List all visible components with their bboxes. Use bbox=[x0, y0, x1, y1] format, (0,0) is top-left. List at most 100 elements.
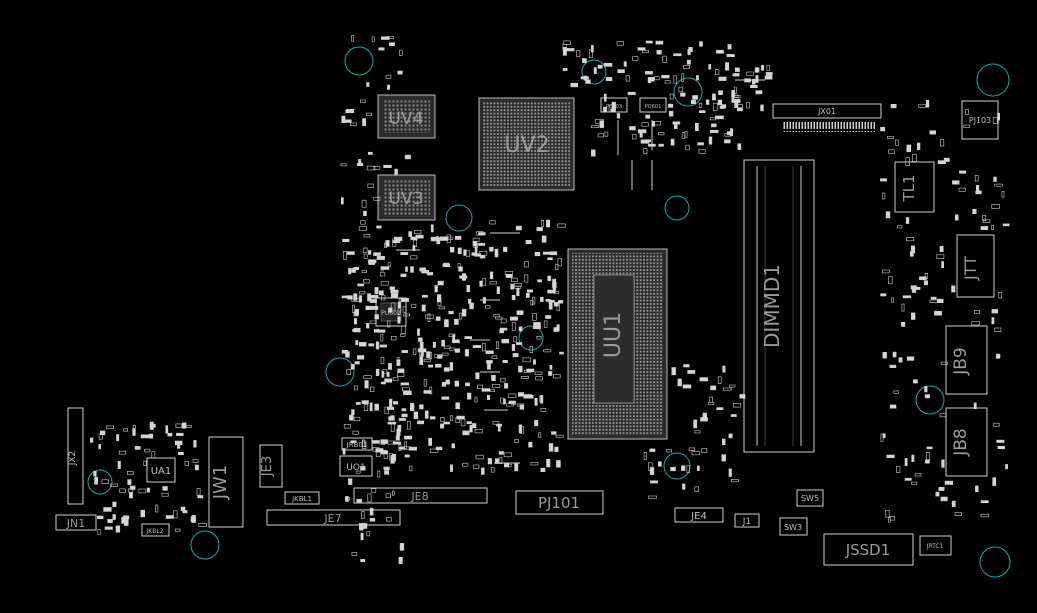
smd-part bbox=[965, 109, 969, 115]
smd-part bbox=[465, 250, 470, 257]
smd-part bbox=[397, 70, 403, 75]
smd-part bbox=[349, 414, 354, 421]
smd-part bbox=[997, 445, 1006, 450]
smd-part bbox=[390, 335, 397, 341]
je8-label: JE8 bbox=[410, 490, 428, 503]
je4-label: JE4 bbox=[690, 511, 707, 522]
dimmd1-label: DIMMD1 bbox=[760, 264, 784, 348]
smd-part bbox=[401, 387, 410, 391]
smd-part bbox=[929, 130, 936, 135]
smd-part bbox=[180, 506, 186, 511]
smd-part bbox=[712, 93, 716, 101]
smd-part bbox=[454, 235, 462, 240]
smd-part bbox=[461, 273, 467, 281]
smd-part bbox=[645, 71, 653, 75]
smd-part bbox=[943, 157, 950, 162]
smd-part bbox=[417, 328, 420, 336]
smd-part bbox=[750, 85, 758, 89]
smd-part bbox=[547, 257, 553, 261]
smd-part bbox=[504, 383, 509, 389]
smd-part bbox=[457, 263, 461, 269]
smd-part bbox=[724, 139, 731, 144]
smd-part bbox=[430, 236, 437, 242]
smd-part bbox=[515, 342, 523, 345]
jkbl1-connector: JKBL1 bbox=[284, 491, 320, 505]
smd-part bbox=[751, 78, 756, 85]
smd-part bbox=[387, 84, 390, 90]
jw1-connector: JW1 bbox=[208, 436, 244, 528]
smd-part bbox=[423, 390, 432, 394]
smd-part bbox=[658, 143, 664, 147]
smd-part bbox=[398, 418, 406, 421]
smd-part bbox=[709, 396, 713, 403]
smd-part bbox=[119, 488, 126, 493]
smd-part bbox=[138, 488, 147, 494]
smd-part bbox=[140, 509, 146, 518]
smd-part bbox=[418, 349, 424, 357]
smd-part bbox=[439, 236, 449, 241]
smd-part bbox=[384, 406, 389, 415]
smd-part bbox=[404, 154, 411, 160]
smd-part bbox=[175, 423, 182, 428]
smd-part bbox=[398, 444, 402, 451]
smd-part bbox=[993, 422, 1000, 427]
smd-part bbox=[563, 40, 571, 45]
smd-part bbox=[485, 305, 491, 309]
smd-part bbox=[963, 124, 970, 128]
smd-part bbox=[467, 392, 472, 400]
smd-part bbox=[737, 143, 742, 150]
smd-part bbox=[629, 126, 636, 131]
smd-part bbox=[471, 252, 478, 256]
smd-part bbox=[469, 302, 474, 310]
smd-part bbox=[655, 40, 664, 45]
smd-part bbox=[466, 421, 472, 425]
jx2-connector: JX2 bbox=[67, 407, 84, 505]
smd-part bbox=[726, 53, 735, 57]
smd-part bbox=[341, 295, 349, 299]
smd-part bbox=[97, 515, 104, 520]
smd-part bbox=[404, 454, 410, 458]
smd-part bbox=[681, 465, 686, 471]
smd-part bbox=[390, 293, 399, 298]
smd-part bbox=[721, 454, 726, 462]
pu602-label: PU602 bbox=[381, 310, 401, 317]
smd-part bbox=[345, 496, 349, 502]
smd-part bbox=[690, 99, 696, 104]
smd-part bbox=[701, 448, 708, 453]
smd-part bbox=[426, 351, 431, 359]
smd-part bbox=[381, 294, 386, 301]
smd-part bbox=[458, 312, 463, 320]
smd-part bbox=[370, 294, 379, 299]
smd-part bbox=[194, 464, 199, 471]
smd-part bbox=[603, 93, 607, 102]
smd-part bbox=[430, 224, 434, 233]
mounting-hole bbox=[445, 204, 473, 232]
smd-part bbox=[441, 381, 447, 387]
smd-part bbox=[380, 266, 390, 270]
smd-part bbox=[492, 384, 501, 388]
smd-part bbox=[388, 42, 395, 47]
jb9-label: JB9 bbox=[951, 347, 971, 376]
smd-part bbox=[546, 458, 551, 468]
smd-part bbox=[991, 317, 995, 325]
smd-part bbox=[954, 512, 962, 516]
smd-part bbox=[755, 90, 763, 95]
uu1-chip: UU1 bbox=[567, 248, 668, 440]
smd-part bbox=[373, 252, 381, 256]
smd-part bbox=[897, 225, 903, 229]
smd-part bbox=[429, 448, 439, 453]
smd-part bbox=[380, 280, 389, 286]
smd-part bbox=[559, 351, 564, 355]
smd-part bbox=[682, 384, 692, 389]
smd-part bbox=[699, 377, 709, 382]
smd-part bbox=[410, 266, 414, 273]
smd-part bbox=[449, 415, 454, 422]
smd-part bbox=[916, 142, 921, 150]
smd-part bbox=[410, 236, 418, 241]
smd-part bbox=[132, 431, 136, 437]
smd-part bbox=[490, 389, 496, 392]
smd-part bbox=[405, 266, 408, 272]
mounting-hole bbox=[190, 530, 220, 560]
smd-part bbox=[514, 282, 522, 287]
smd-part bbox=[426, 272, 434, 276]
